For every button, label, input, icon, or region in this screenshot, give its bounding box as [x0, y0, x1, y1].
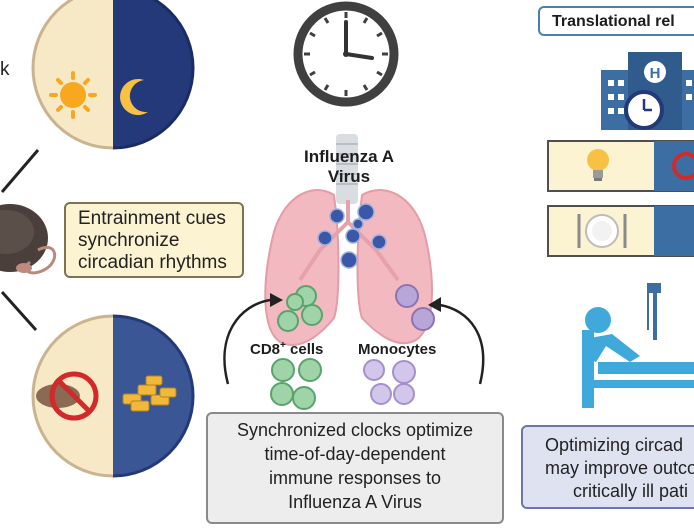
monocyte-arrow-head — [428, 297, 441, 312]
summary-box: Synchronized clocks optimize time-of-day… — [206, 412, 504, 524]
cd8-cells-in-lung-icon — [277, 285, 323, 332]
translational-relevance-heading-box: Translational rel — [538, 6, 694, 36]
sun-icon — [49, 71, 97, 119]
hospital-icon — [601, 52, 694, 130]
outcome-line-3: critically ill pati — [573, 481, 689, 501]
summary-line-2: time-of-day-dependent — [264, 444, 446, 464]
virus-title-line-1: Influenza A — [304, 147, 394, 166]
mouse-icon — [0, 204, 56, 275]
monocytes-label: Monocytes — [358, 341, 436, 358]
patient-bed-icon — [582, 283, 694, 408]
cd8-cells-circulating-icon — [270, 358, 322, 410]
trachea-icon — [336, 134, 358, 204]
cd8-cells-label: CD8+ cells — [250, 340, 323, 358]
cd8-migration-arrow — [223, 298, 271, 385]
monocytes-circulating-icon — [363, 359, 416, 405]
moon-icon — [120, 78, 148, 115]
wall-clock-icon — [293, 1, 399, 107]
hospital-sign-letter: H — [650, 65, 661, 82]
connector-line-top — [0, 149, 40, 193]
monocyte-migration-arrow — [439, 303, 485, 385]
partial-label-letter: k — [0, 59, 10, 80]
day-night-clock-icon — [31, 0, 195, 150]
plate-cutlery-icon — [577, 214, 627, 248]
monocytes-in-lung-icon — [395, 284, 435, 331]
virus-particles-icon — [317, 203, 387, 269]
translational-relevance-heading: Translational rel — [552, 13, 675, 30]
entrainment-line-2: synchronize — [78, 230, 180, 251]
virus-title-line-2: Virus — [328, 167, 370, 186]
summary-line-1: Synchronized clocks optimize — [236, 420, 474, 440]
outcome-line-1: Optimizing circad — [545, 435, 684, 455]
entrainment-line-3: circadian rhythms — [78, 252, 227, 273]
summary-line-3: immune responses to — [268, 468, 442, 488]
meal-schedule-bar — [547, 205, 694, 257]
light-schedule-bar — [547, 140, 694, 192]
summary-line-4: Influenza A Virus — [288, 492, 422, 512]
outcome-box: Optimizing circad may improve outco crit… — [521, 425, 694, 509]
food-pellets-icon — [122, 375, 177, 412]
outcome-line-2: may improve outco — [545, 458, 694, 478]
entrainment-cues-box: Entrainment cues synchronize circadian r… — [64, 202, 244, 278]
lightbulb-icon — [587, 149, 609, 181]
cd8-arrow-head — [270, 293, 283, 307]
connector-line-bottom — [0, 290, 38, 332]
no-food-icon — [36, 371, 99, 421]
entrainment-line-1: Entrainment cues — [78, 208, 226, 229]
